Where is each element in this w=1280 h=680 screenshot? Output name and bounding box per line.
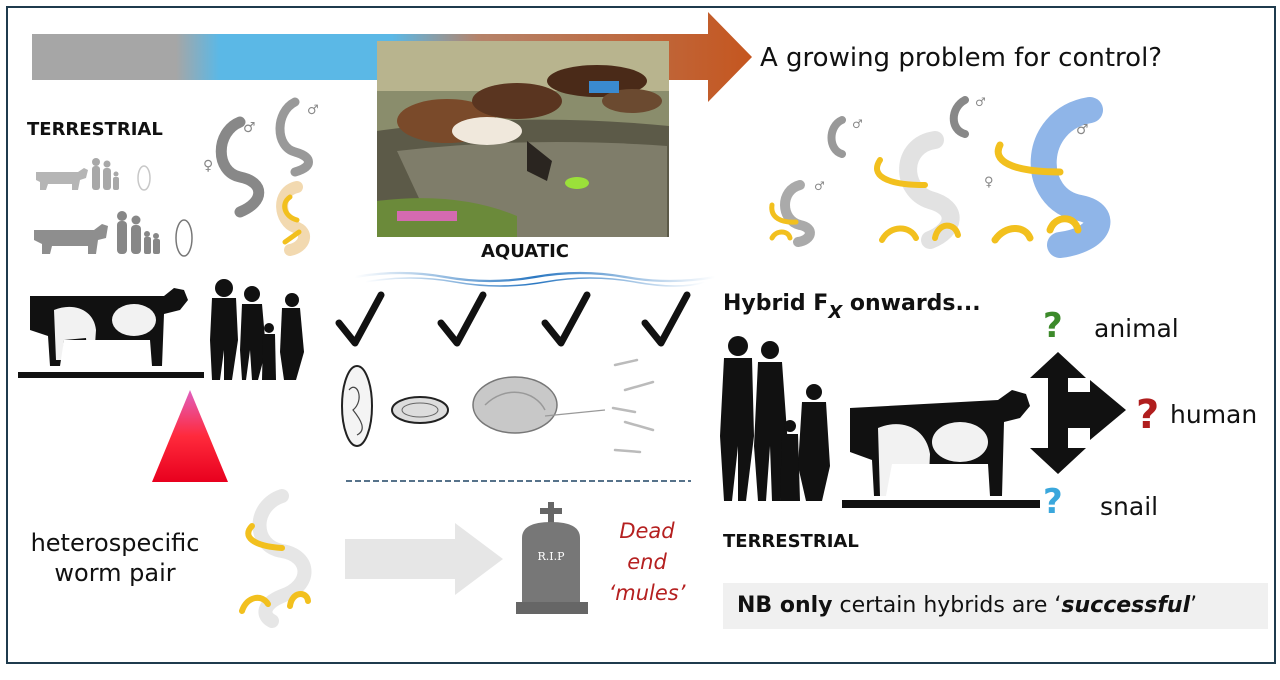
nb-strong: NB only xyxy=(737,593,833,618)
terrestrial-label-bottom: TERRESTRIAL xyxy=(723,531,859,552)
terrestrial-label-top: TERRESTRIAL xyxy=(27,119,163,140)
worm-icon xyxy=(949,96,969,138)
egg-icon xyxy=(391,396,449,424)
heterospecific-caption: heterospecific worm pair xyxy=(20,528,210,588)
aquatic-label: AQUATIC xyxy=(481,241,570,262)
family-icon xyxy=(92,158,119,190)
life-stages xyxy=(341,358,655,454)
hybrid-worm-pair-left xyxy=(239,489,312,628)
grey-block-arrow xyxy=(345,523,503,595)
checkmark-icon xyxy=(541,291,591,347)
checkmark-icon xyxy=(437,291,487,347)
question-human-icon: ? xyxy=(1136,392,1160,438)
checkmark-icon xyxy=(335,291,385,347)
nb-end: ’ xyxy=(1190,593,1198,618)
cow-icon xyxy=(36,168,88,190)
cercaria-icon xyxy=(611,358,655,454)
worm-icon xyxy=(780,180,815,247)
nb-note-box: NB only certain hybrids are ‘successful’ xyxy=(723,583,1268,629)
male-symbol-icon: ♂ xyxy=(814,179,825,193)
male-symbol-icon: ♂ xyxy=(1076,122,1089,138)
hosts-left-silhouettes xyxy=(18,279,304,380)
hybrid-fx-heading: Hybrid FX onwards... xyxy=(723,291,981,323)
host-animal: animal xyxy=(1094,314,1179,343)
cow-icon xyxy=(34,224,108,254)
snail-icon xyxy=(472,376,558,434)
tombstone-icon: R.I.P xyxy=(516,502,588,614)
hybrid-prefix: Hybrid F xyxy=(723,291,829,316)
host-snail: snail xyxy=(1100,492,1159,521)
worm-pair-top-left: ♂ ♀ ♂ xyxy=(203,97,319,256)
host-human: human xyxy=(1170,400,1258,429)
growing-problem-question: A growing problem for control? xyxy=(760,43,1163,73)
cow-icon xyxy=(18,288,204,378)
hybrid-subscript: X xyxy=(828,302,843,323)
question-animal-icon: ? xyxy=(1043,306,1063,346)
hosts-right-silhouettes xyxy=(720,336,1040,508)
rip-text: R.I.P xyxy=(537,550,565,563)
branching-arrows xyxy=(1030,352,1126,474)
question-snail-icon: ? xyxy=(1043,482,1063,522)
worm-icon xyxy=(1030,97,1111,258)
male-symbol-icon: ♂ xyxy=(975,95,986,109)
male-symbol-icon: ♂ xyxy=(852,117,863,131)
heterospecific-line1: heterospecific xyxy=(30,529,200,557)
worm-icon xyxy=(215,116,265,218)
female-symbol-icon: ♀ xyxy=(203,158,213,174)
family-icon xyxy=(117,211,160,254)
heterospecific-line2: worm pair xyxy=(54,559,176,587)
dead-end-mules: Dead end ‘mules’ xyxy=(602,516,692,609)
checkmark-icon xyxy=(641,291,691,347)
gradient-triangle xyxy=(152,390,228,482)
dashed-divider xyxy=(346,480,691,482)
checkmarks-row xyxy=(335,291,691,347)
nb-emph: successful xyxy=(1061,593,1191,618)
faded-hosts-group xyxy=(34,158,193,257)
hybrid-worms-right: ♂ ♂ ♂ ♂ ♀ xyxy=(769,95,1111,258)
dead-line3: ‘mules’ xyxy=(608,581,686,605)
watering-hole-photo xyxy=(377,41,669,237)
dead-line1: Dead xyxy=(619,519,675,543)
nb-middle: certain hybrids are ‘ xyxy=(832,593,1062,618)
water-waves xyxy=(354,271,716,287)
hybrid-suffix: onwards... xyxy=(842,291,981,316)
female-symbol-icon: ♀ xyxy=(984,175,994,190)
male-symbol-icon: ♂ xyxy=(243,120,256,136)
male-symbol-icon: ♂ xyxy=(307,103,319,118)
family-icon xyxy=(720,336,830,501)
worm-icon xyxy=(827,116,846,158)
family-icon xyxy=(210,279,304,380)
worm-icon xyxy=(275,97,313,177)
dead-line2: end xyxy=(627,550,667,574)
